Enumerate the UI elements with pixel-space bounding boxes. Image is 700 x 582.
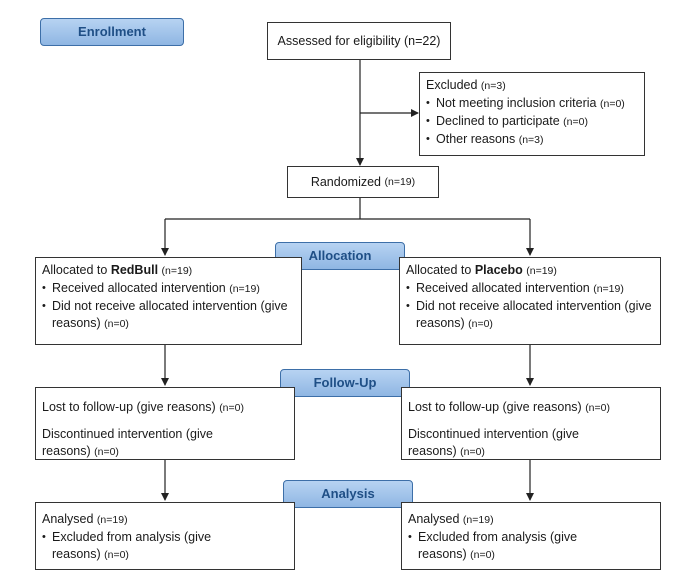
stage-analysis: Analysis	[283, 480, 413, 508]
stage-allocation: Allocation	[275, 242, 405, 270]
right-followup-box: Lost to follow-up (give reasons) (n=0) D…	[401, 387, 661, 460]
excluded-title: Excluded	[426, 78, 478, 92]
left-allocation-title: Allocated to RedBull (n=19)	[42, 263, 193, 277]
right-analysis-box: Analysed (n=19) Excluded from analysis (…	[401, 502, 661, 570]
left-allocation-box: Allocated to RedBull (n=19) Received all…	[35, 257, 302, 345]
excluded-box: Excluded (n=3) Not meeting inclusion cri…	[419, 72, 645, 156]
right-discontinued: Discontinued intervention (give reasons)…	[408, 427, 579, 458]
right-not-received-item: Did not receive allocated intervention (…	[406, 298, 654, 333]
excluded-count: (n=3)	[480, 80, 506, 92]
left-followup-box: Lost to follow-up (give reasons) (n=0) D…	[35, 387, 295, 460]
excluded-reason: Declined to participate (n=0)	[426, 113, 638, 131]
eligibility-text: Assessed for eligibility	[277, 33, 401, 48]
right-excluded-analysis: Excluded from analysis (give reasons) (n…	[408, 529, 654, 564]
randomized-box: Randomized (n=19)	[287, 166, 439, 198]
left-not-received-item: Did not receive allocated intervention (…	[42, 298, 295, 333]
stage-enrollment: Enrollment	[40, 18, 184, 46]
randomized-text: Randomized	[310, 174, 382, 189]
excluded-reason: Not meeting inclusion criteria (n=0)	[426, 95, 638, 113]
excluded-reason: Other reasons (n=3)	[426, 131, 638, 149]
left-excluded-analysis: Excluded from analysis (give reasons) (n…	[42, 529, 288, 564]
left-discontinued: Discontinued intervention (give reasons)…	[42, 427, 213, 458]
right-analysed: Analysed (n=19)	[408, 512, 494, 526]
eligibility-box: Assessed for eligibility (n=22)	[267, 22, 451, 60]
right-lost-followup: Lost to follow-up (give reasons) (n=0)	[408, 400, 610, 414]
left-analysed: Analysed (n=19)	[42, 512, 128, 526]
stage-followup: Follow-Up	[280, 369, 410, 397]
right-allocation-title: Allocated to Placebo (n=19)	[406, 263, 557, 277]
left-analysis-box: Analysed (n=19) Excluded from analysis (…	[35, 502, 295, 570]
left-lost-followup: Lost to follow-up (give reasons) (n=0)	[42, 400, 244, 414]
right-allocation-box: Allocated to Placebo (n=19) Received all…	[399, 257, 661, 345]
eligibility-count: (n=22)	[403, 33, 441, 48]
left-received-item: Received allocated intervention (n=19)	[42, 280, 295, 298]
randomized-count: (n=19)	[384, 175, 416, 188]
excluded-reasons-list: Not meeting inclusion criteria (n=0) Dec…	[426, 95, 638, 149]
right-received-item: Received allocated intervention (n=19)	[406, 280, 654, 298]
